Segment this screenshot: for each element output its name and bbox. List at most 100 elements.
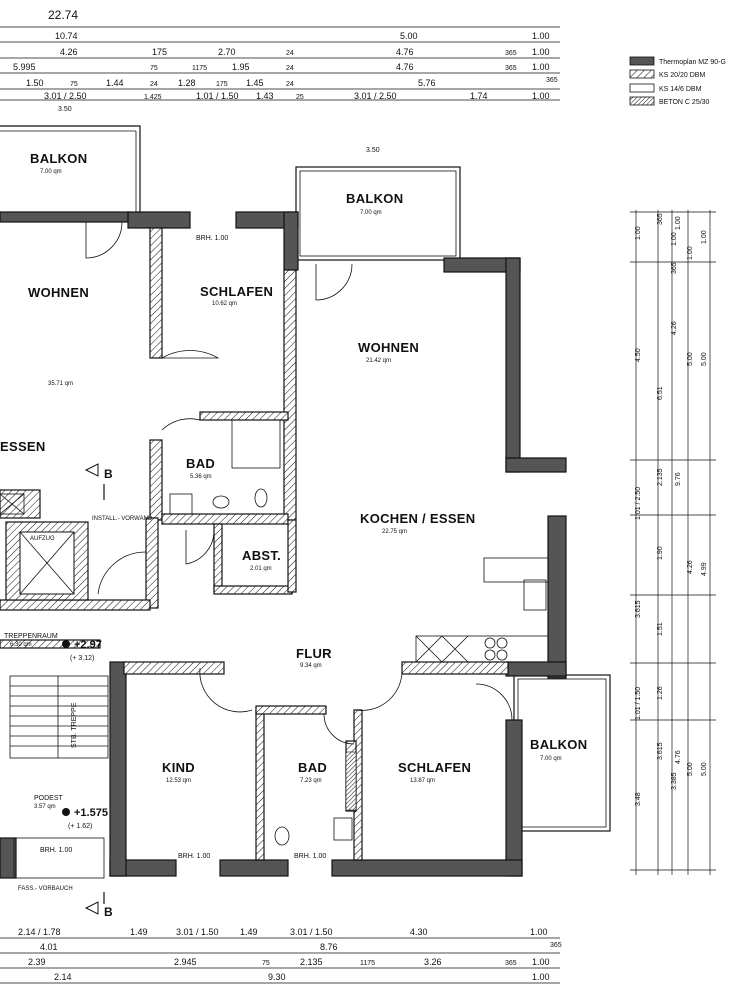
sink (523, 579, 547, 611)
dim-top-5g: 1.74 (470, 91, 488, 101)
legend: Thermoplan MZ 90-G KS 20/20 DBM KS 14/6 … (629, 56, 726, 106)
dim-r2-8: 1.26 (657, 686, 664, 700)
aufzug-label: AUFZUG (30, 536, 55, 542)
dim-top-small: 3.50 (58, 106, 72, 113)
dim-bot-3b: 2.945 (174, 957, 197, 967)
doors (85, 221, 513, 745)
section-b-top: B (104, 467, 113, 481)
dim-bot-4b: 9.30 (268, 972, 286, 982)
dim-top-4d: 24 (150, 81, 158, 88)
stufen-label: STB. TREPPE (71, 702, 78, 748)
toilet (254, 488, 268, 508)
dim-r1-2: 4.50 (635, 348, 642, 362)
brh-stair: BRH. 1.00 (40, 847, 72, 854)
room-abstellraum: ABST. (242, 548, 281, 563)
dim-top-5e: 25 (296, 94, 304, 101)
dim-r1-7: 3.48 (635, 792, 642, 806)
dim-r2-1: 365 (657, 213, 664, 225)
dim-r2-7: 1.51 (657, 622, 664, 636)
dim-top-1c: 1.00 (532, 31, 550, 41)
room-labels: BALKON 7.00 qm BALKON 7.00 qm WOHNEN ESS… (0, 151, 587, 784)
room-wohnen-left: WOHNEN (28, 285, 89, 300)
dim-top-4c: 1.44 (106, 78, 124, 88)
room-schlafen-top-area: 10.62 qm (212, 301, 237, 307)
dim-top-1a: 10.74 (55, 31, 78, 41)
fixtures (0, 419, 549, 879)
dim-top-4a: 1.50 (26, 78, 44, 88)
room-schlafen-lower-area: 13.87 qm (410, 778, 435, 784)
legend-label-3: KS 14/6 DBM (659, 86, 702, 93)
dim-bot-1c: 3.01 / 1.50 (176, 927, 219, 937)
treppenraum-label: TREPPENRAUM (4, 633, 58, 640)
installation-label: INSTALL.- VORWAND (92, 516, 153, 522)
legend-swatch-dense (629, 96, 655, 106)
room-flur: FLUR (296, 646, 332, 661)
dim-r3-3: 5.00 (687, 352, 694, 366)
dim-bot-4c: 1.00 (532, 972, 550, 982)
dim-bot-1a: 2.14 / 1.78 (18, 927, 61, 937)
treppenraum-area: 6.30 qm (10, 642, 32, 648)
dim-bot-3e: 1175 (360, 960, 375, 967)
room-bad-lower: BAD (298, 760, 327, 775)
room-schlafen-lower: SCHLAFEN (398, 760, 471, 775)
dim-top-5a: 3.01 / 2.50 (44, 91, 87, 101)
dim-top-5c: 1.01 / 1.50 (196, 91, 239, 101)
kitchen-counter (415, 635, 549, 663)
dim-r3-4: 9.76 (675, 472, 682, 486)
dim-r2-5: 365 (671, 262, 678, 274)
dim-bot-1e: 3.01 / 1.50 (290, 927, 333, 937)
room-abstellraum-area: 2.01 qm (250, 566, 272, 572)
balkon-lower-right (513, 674, 611, 832)
dim-bot-1b: 1.49 (130, 927, 148, 937)
level-marker-lower (62, 808, 70, 816)
brh-bad: BRH. 1.00 (294, 853, 326, 860)
room-wohnen-right-area: 21.42 qm (366, 358, 391, 364)
dim-bot-4a: 2.14 (54, 972, 72, 982)
brh-kind: BRH. 1.00 (178, 853, 210, 860)
dim-r3-1: 1.00 (675, 216, 682, 230)
room-bad-lower-area: 7.23 qm (300, 778, 322, 784)
dim-r3-5: 4.26 (687, 560, 694, 574)
room-bad-top-area: 5.36 qm (190, 474, 212, 480)
dim-r3-6: 4.76 (675, 750, 682, 764)
room-balkon-lower: BALKON (530, 737, 587, 752)
dim-bot-1f: 4.30 (410, 927, 428, 937)
level-lower: +1.575 (74, 807, 108, 819)
room-kochen-essen-area: 22.75 qm (382, 529, 407, 535)
legend-swatch-hatch (629, 69, 655, 79)
dim-r4-3: 4.99 (701, 562, 708, 576)
dim-top-2e: 4.76 (396, 47, 414, 57)
dim-bot-1d: 1.49 (240, 927, 258, 937)
dim-top-5d: 1.43 (256, 91, 274, 101)
bottom-dimension-chain: 2.14 / 1.78 1.49 3.01 / 1.50 1.49 3.01 /… (0, 927, 562, 984)
legend-label-4: BETON C 25/30 (659, 99, 710, 106)
washbasin (212, 495, 230, 509)
dim-bot-2a: 4.01 (40, 942, 58, 952)
section-arrow-bottom (84, 901, 99, 915)
dim-top-3a: 5.995 (13, 62, 36, 72)
dim-top-3b: 75 (150, 65, 158, 72)
dim-bot-3f: 3.26 (424, 957, 442, 967)
room-essen-left: ESSEN (0, 439, 46, 454)
dim-r1-1: 1.00 (635, 226, 642, 240)
legend-label-2: KS 20/20 DBM (659, 72, 705, 79)
podest-label: PODEST (34, 795, 64, 802)
exterior-walls (0, 211, 567, 879)
annotations: BRH. 1.00 BRH. 1.00 BRH. 1.00 BRH. 1.00 … (4, 235, 326, 919)
room-balkon-left: BALKON (30, 151, 87, 166)
level-upper: +2.97 (74, 639, 102, 651)
shower (231, 419, 281, 469)
vorbau-label: FASS.- VORBAUCH (18, 886, 73, 892)
dim-top-2g: 1.00 (532, 47, 550, 57)
dim-r2-9: 3.615 (657, 742, 664, 760)
legend-swatch-empty (629, 83, 655, 93)
dim-top-4b: 75 (70, 81, 78, 88)
dim-top-3d: 1.95 (232, 62, 250, 72)
dim-bot-3h: 1.00 (532, 957, 550, 967)
section-arrow-top (84, 463, 99, 477)
dim-top-4f: 175 (216, 81, 228, 88)
dim-balkon-width: 3.50 (366, 147, 380, 154)
room-kochen-essen: KOCHEN / ESSEN (360, 511, 475, 526)
toilet-lower (274, 826, 290, 846)
dim-top-3f: 4.76 (396, 62, 414, 72)
